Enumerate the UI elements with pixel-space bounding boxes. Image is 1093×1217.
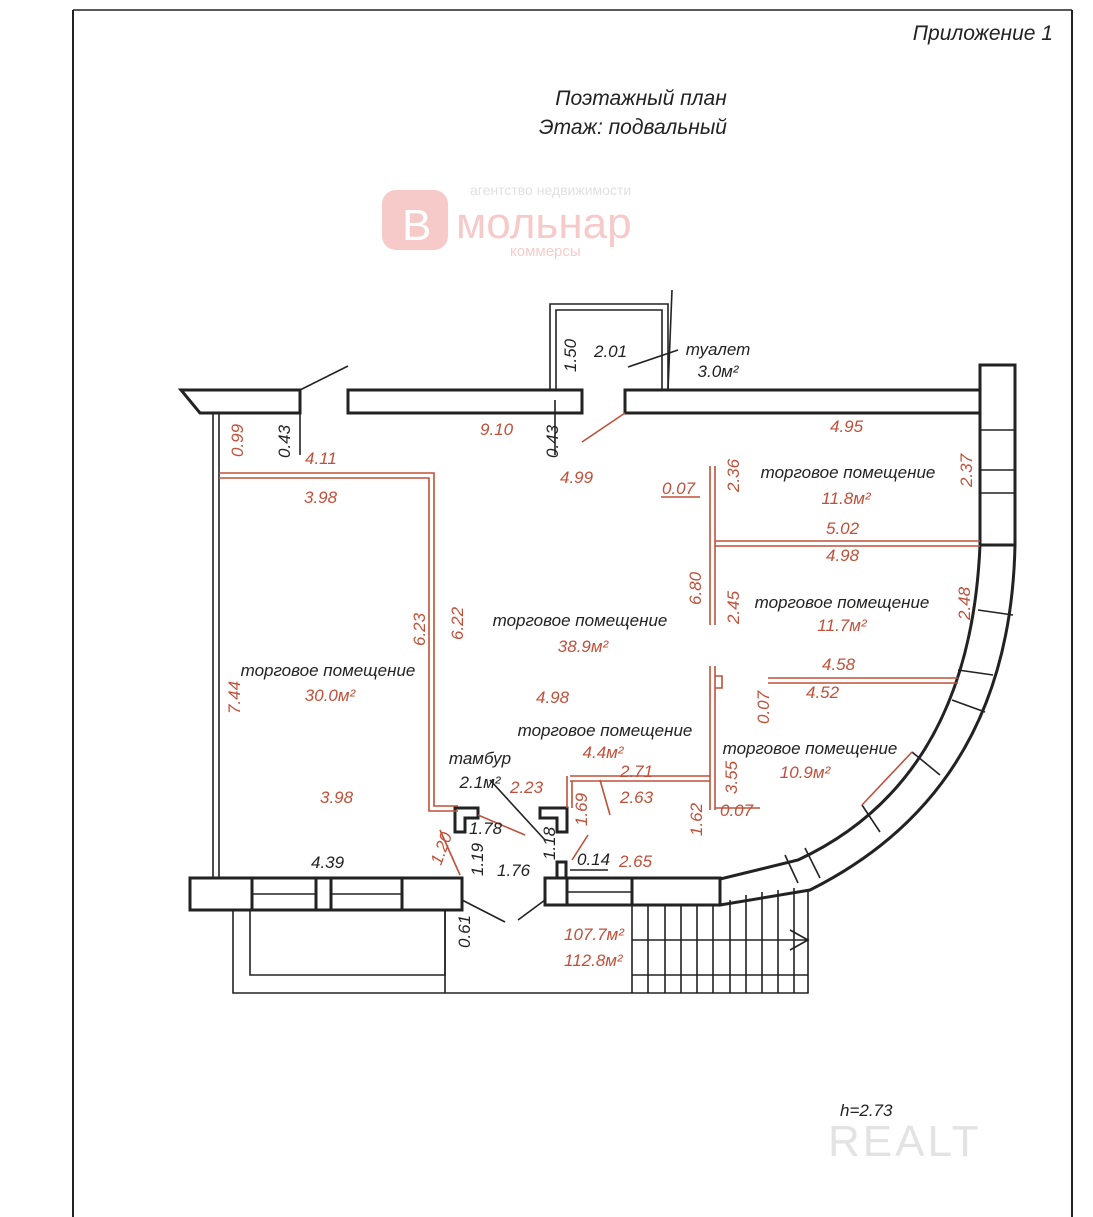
dim: 2.48 xyxy=(955,586,974,621)
dim: 1.76 xyxy=(497,861,531,880)
dim: 2.45 xyxy=(724,590,743,625)
agency-logo-mark: B xyxy=(402,201,431,250)
dim: 1.50 xyxy=(561,338,580,372)
page-frame xyxy=(72,9,1073,1217)
dim: 4.39 xyxy=(311,853,345,872)
dim: 2.65 xyxy=(618,852,653,871)
dim: 1.62 xyxy=(687,802,706,836)
dim: 0.07 xyxy=(754,690,773,724)
realt-watermark: REALT xyxy=(828,1117,982,1166)
walls xyxy=(177,289,1017,994)
ceiling-height: h=2.73 xyxy=(840,1101,893,1120)
shop-top-name: торговое помещение xyxy=(761,463,936,482)
total-area: 112.8м² xyxy=(564,951,624,970)
dim: 4.58 xyxy=(822,655,856,674)
dim: 5.02 xyxy=(826,519,860,538)
living-area-total: 107.7м² xyxy=(564,925,625,944)
dim: 4.99 xyxy=(560,468,594,487)
dim: 0.07 xyxy=(662,479,696,498)
dim: 0.14 xyxy=(577,850,610,869)
dim: 7.44 xyxy=(225,681,244,714)
dim: 1.78 xyxy=(469,819,503,838)
dim: 4.95 xyxy=(830,417,864,436)
shop-left-name: торговое помещение xyxy=(241,661,416,680)
shop-mid-name: торговое помещение xyxy=(755,593,930,612)
shop-mid-area: 11.7м² xyxy=(817,616,867,635)
dim: 3.98 xyxy=(304,488,338,507)
dim: 3.98 xyxy=(320,788,354,807)
floor-label: Этаж: подвальный xyxy=(539,116,727,139)
dim: 4.52 xyxy=(806,683,840,702)
dimension-labels: 1.50 2.01 0.99 0.43 0.43 9.10 4.95 4.11 … xyxy=(225,338,976,948)
agency-tagline: агентство недвижимости xyxy=(470,182,631,198)
shop-right-area: 10.9м² xyxy=(780,763,832,782)
dim: 0.07 xyxy=(720,801,754,820)
dim: 0.99 xyxy=(228,423,247,457)
dim: 4.98 xyxy=(826,546,860,565)
plan-title: Поэтажный план xyxy=(555,87,727,110)
dim: 2.23 xyxy=(509,778,544,797)
dim: 6.23 xyxy=(410,612,429,646)
dim: 1.18 xyxy=(540,826,559,860)
dim: 1.20 xyxy=(427,829,456,867)
shop-right-name: торговое помещение xyxy=(723,739,898,758)
agency-watermark: B агентство недвижимости мольнар коммерс… xyxy=(382,182,632,260)
shop-small-area: 4.4м² xyxy=(583,743,625,762)
agency-name: мольнар xyxy=(456,199,632,248)
toilet-area: 3.0м² xyxy=(698,362,740,381)
dim: 1.19 xyxy=(468,842,487,876)
dim: 2.37 xyxy=(957,453,976,488)
toilet-name: туалет xyxy=(686,340,751,359)
dim: 9.10 xyxy=(480,420,514,439)
shop-top-area: 11.8м² xyxy=(821,489,871,508)
shop-left-area: 30.0м² xyxy=(305,686,357,705)
shop-main-area: 38.9м² xyxy=(558,637,610,656)
room-labels: туалет 3.0м² торговое помещение 11.8м² т… xyxy=(241,340,936,792)
dim: 2.01 xyxy=(593,342,627,361)
dim: 0.43 xyxy=(275,424,294,458)
dim: 1.69 xyxy=(572,792,591,826)
vestibule-name: тамбур xyxy=(449,749,511,768)
partitions xyxy=(219,349,980,876)
dim: 4.11 xyxy=(305,449,337,468)
agency-sub: коммерсы xyxy=(510,243,581,260)
dim: 2.63 xyxy=(619,788,654,807)
shop-small-name: торговое помещение xyxy=(518,721,693,740)
shop-main-name: торговое помещение xyxy=(493,611,668,630)
vestibule-area: 2.1м² xyxy=(459,773,502,792)
appendix-label: Приложение 1 xyxy=(913,22,1053,45)
dim: 6.80 xyxy=(686,571,705,605)
dim: 6.22 xyxy=(448,606,467,640)
dim: 3.55 xyxy=(722,760,741,794)
dim: 0.43 xyxy=(543,424,562,458)
dim: 2.71 xyxy=(619,762,653,781)
dim: 4.98 xyxy=(536,688,570,707)
dim: 0.61 xyxy=(455,915,474,948)
dim: 2.36 xyxy=(724,458,743,493)
